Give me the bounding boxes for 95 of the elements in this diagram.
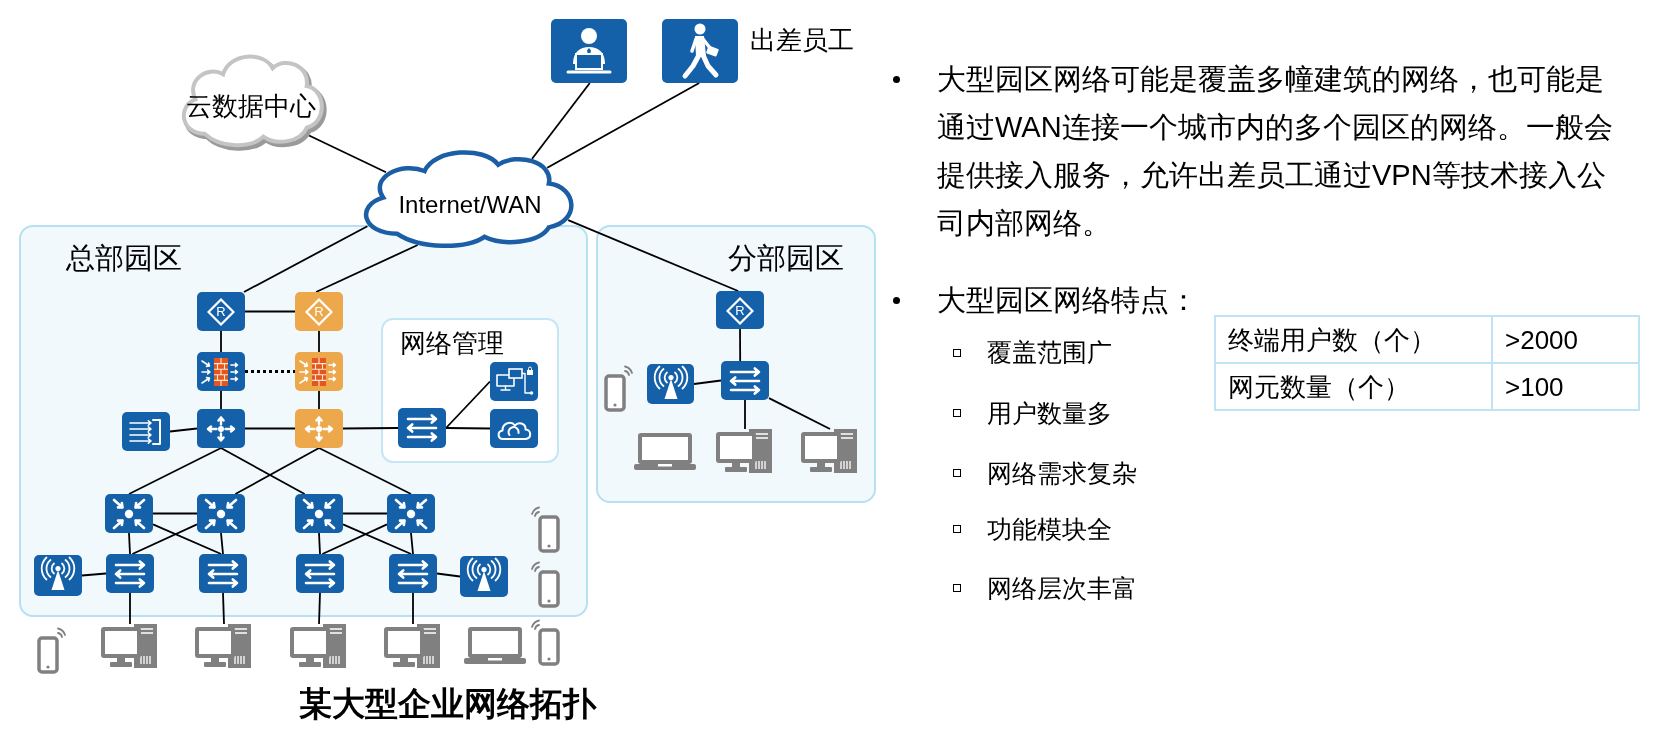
link-line (129, 592, 131, 625)
router-tile (197, 292, 245, 331)
core-switch-icon (295, 409, 343, 448)
switch-icon (721, 361, 769, 400)
switch-icon (106, 554, 154, 593)
link-line (342, 512, 388, 515)
sub-bullet-text: 网络层次丰富 (987, 573, 1137, 604)
metric-name: 终端用户数（个） (1215, 316, 1492, 363)
link-line (531, 82, 591, 160)
link-line (744, 399, 746, 430)
link-line (131, 523, 198, 555)
sub-bullet-text: 功能模块全 (987, 514, 1112, 545)
link-line (244, 427, 296, 430)
walking-person-icon (662, 19, 738, 83)
link-line (152, 523, 222, 555)
link-line (318, 532, 321, 555)
dotted-link-line (245, 370, 295, 373)
icon-caption: 出差员工 (750, 27, 854, 53)
switch-icon (199, 554, 247, 593)
link-line (315, 244, 419, 293)
link-line (410, 532, 414, 555)
link-line (169, 427, 198, 433)
arrows-bracket-icon (122, 412, 170, 451)
cloud-label: Internet/WAN (398, 192, 542, 217)
core-switch-icon (197, 409, 245, 448)
link-line (318, 390, 320, 410)
aggregation-switch-icon (197, 494, 245, 533)
aggregation-switch-icon (105, 494, 153, 533)
firewall-icon (197, 352, 245, 391)
link-line (222, 592, 225, 625)
campus-area (596, 225, 876, 503)
desktop-pc-icon (290, 624, 348, 668)
link-line (546, 82, 701, 169)
link-line (152, 512, 198, 515)
link-line (445, 380, 491, 429)
wireless-ap-icon (34, 555, 82, 596)
link-line (342, 427, 399, 430)
firewall-icon (295, 352, 343, 391)
desktop-pc-icon (195, 624, 253, 668)
desktop-pc-icon (716, 429, 774, 473)
link-line (220, 447, 306, 495)
link-line (739, 328, 742, 362)
wireless-ap-icon (460, 556, 508, 597)
link-line (445, 427, 491, 430)
bullet-text: 大型园区网络可能是覆盖多幢建筑的网络，也可能是通过WAN连接一个城市内的多个园区的网络。一般会提供接入服务，允许出差员工通过VPN等技术接入公司内部网络。 (937, 62, 1614, 241)
router-letter: R (735, 303, 745, 317)
switch-icon (389, 554, 437, 593)
link-line (321, 523, 388, 555)
link-line (318, 447, 412, 495)
wireless-ap-icon (647, 364, 694, 404)
aggregation-switch-icon (295, 494, 343, 533)
link-line (342, 523, 412, 555)
link-line (244, 310, 296, 313)
desktop-pc-icon (101, 624, 159, 668)
person-at-laptop-icon (551, 19, 627, 83)
link-line (318, 330, 320, 353)
router-tile (295, 292, 343, 331)
switch-icon (398, 408, 446, 448)
management-panel (381, 318, 559, 463)
diagram-caption: 某大型企业网络拓扑 (299, 687, 596, 720)
desktop-pc-icon (801, 429, 859, 473)
cloud-icon (490, 409, 538, 448)
link-line (318, 592, 321, 625)
router-letter: R (216, 305, 226, 318)
metric-name: 网元数量（个） (1215, 363, 1492, 410)
link-line (234, 447, 320, 495)
link-line (220, 330, 222, 353)
desktop-pc-icon (384, 624, 442, 668)
link-line (128, 532, 131, 555)
cloud-label: 云数据中心 (186, 92, 316, 119)
link-line (128, 447, 222, 495)
link-line (81, 572, 107, 577)
metric-value: >2000 (1492, 316, 1639, 363)
area-title: 网络管理 (400, 330, 504, 356)
sub-bullet-text: 覆盖范围广 (987, 337, 1112, 368)
link-line (412, 592, 414, 625)
link-line (243, 225, 369, 293)
sub-bullet-text: 用户数量多 (987, 398, 1112, 429)
campus-area (19, 225, 588, 617)
link-line (436, 572, 461, 578)
link-line (693, 379, 722, 385)
area-title: 分部园区 (728, 244, 844, 273)
area-title: 总部园区 (66, 244, 182, 273)
link-line (220, 532, 224, 555)
monitors-icon (490, 362, 538, 401)
switch-icon (296, 554, 344, 593)
link-line (567, 219, 739, 292)
sub-bullet-text: 网络需求复杂 (987, 458, 1137, 489)
router-letter: R (314, 305, 324, 318)
router-tile (716, 291, 764, 329)
link-line (220, 390, 222, 410)
bullet-text: 大型园区网络特点： (937, 283, 1198, 318)
aggregation-switch-icon (387, 494, 435, 533)
link-line (768, 397, 831, 430)
metric-value: >100 (1492, 363, 1639, 410)
